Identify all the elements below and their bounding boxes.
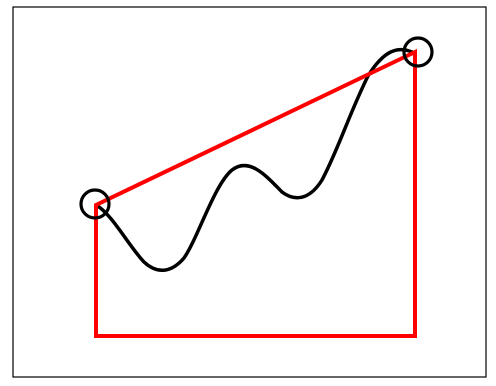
smooth-curve — [94, 47, 414, 272]
end-endpoint-marker — [402, 36, 434, 68]
start-endpoint-marker — [79, 188, 111, 220]
plot-frame — [12, 6, 487, 378]
red-trapezoid — [94, 48, 417, 338]
